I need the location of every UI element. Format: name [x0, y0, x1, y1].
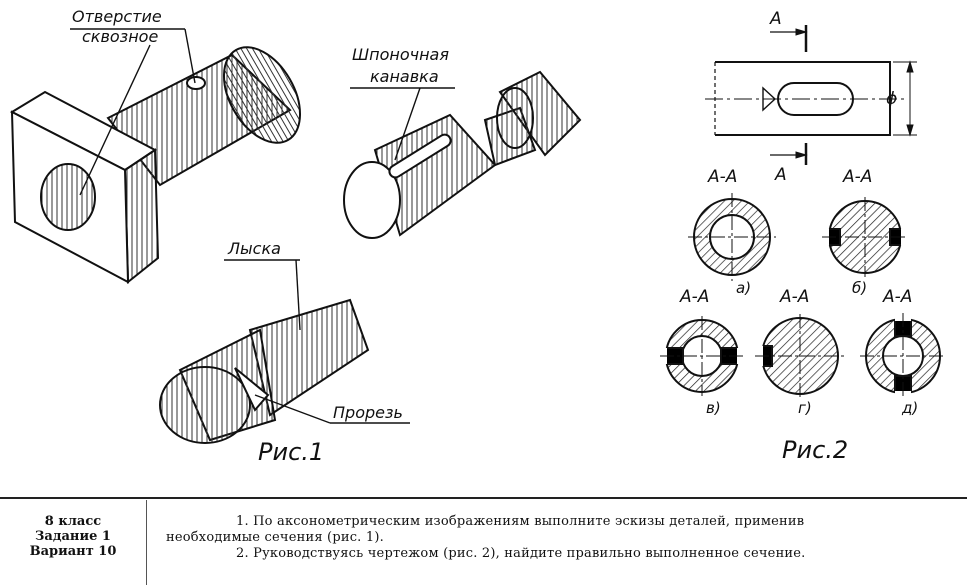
- task-item-1-line1: 1. По аксонометрическим изображениям вып…: [236, 514, 805, 529]
- keyway-label-line2: канавка: [370, 67, 439, 86]
- slot-label: Прорезь: [333, 403, 403, 422]
- section-v-title: А-А: [679, 287, 709, 307]
- section-v-drawing: [660, 316, 744, 396]
- section-g-drawing: [755, 314, 845, 398]
- through-hole-label-line1: Отверстие: [72, 7, 162, 26]
- cut-letter-bottom: А: [774, 165, 787, 185]
- cut-letter-top: А: [769, 9, 782, 29]
- footer-divider: [0, 497, 967, 499]
- keyway-label-line1: Шпоночная: [352, 45, 449, 64]
- section-g-title: А-А: [779, 287, 809, 307]
- task-item-2: 2. Руководствуясь чертежом (рис. 2), най…: [236, 546, 806, 561]
- section-v-variant: в): [706, 399, 721, 417]
- task-item-1-line2: необходимые сечения (рис. 1).: [166, 530, 384, 545]
- figure1-leaders: [70, 28, 455, 424]
- figure2-caption: Рис.2: [782, 436, 848, 464]
- footer-column-divider: [146, 500, 147, 585]
- section-b-variant: б): [852, 279, 867, 297]
- task-text: 1. По аксонометрическим изображениям вып…: [166, 514, 946, 562]
- figure1-part-plate-shaft: [9, 46, 301, 285]
- variant-label: Вариант 10: [29, 544, 117, 559]
- grade-label: 8 класс: [44, 514, 102, 529]
- section-b-title: А-А: [842, 167, 872, 187]
- flat-label: Лыска: [227, 239, 281, 258]
- section-a-variant: а): [736, 279, 751, 297]
- section-d-variant: д): [901, 399, 918, 417]
- task-meta: 8 класс Задание 1 Вариант 10: [0, 514, 146, 559]
- figure1-part-flat-slot: [159, 298, 370, 444]
- figure1-caption: Рис.1: [258, 438, 324, 466]
- section-a-title: А-А: [707, 167, 737, 187]
- diameter-symbol: ϕ: [886, 89, 897, 109]
- through-hole-label-line2: сквозное: [82, 27, 158, 46]
- figure1-part-keyway-shaft: [343, 70, 582, 239]
- section-d-title: А-А: [882, 287, 912, 307]
- drawing-canvas: Отверстие сквозное Шпоночная канавка Лыс…: [9, 7, 946, 466]
- section-a-drawing: [688, 193, 776, 281]
- section-g-variant: г): [798, 399, 812, 417]
- section-b-drawing: [822, 197, 908, 277]
- task-label: Задание 1: [35, 529, 111, 544]
- figure2-main-view: [705, 25, 917, 165]
- section-d-drawing: [860, 313, 946, 399]
